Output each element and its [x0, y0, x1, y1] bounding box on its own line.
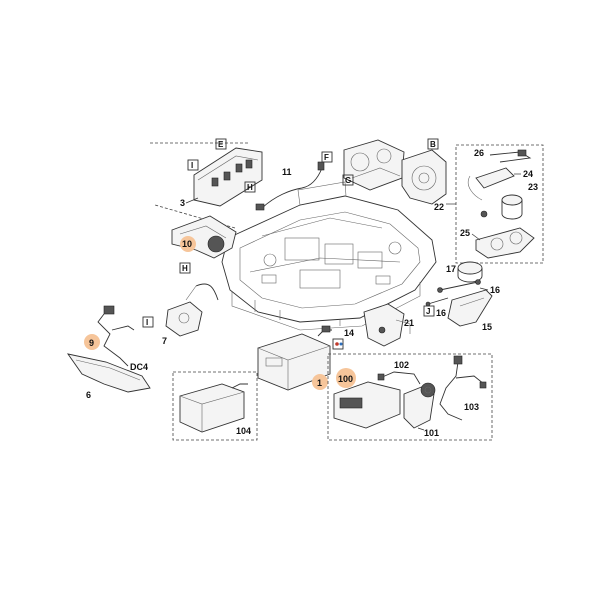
- part-17-cap: [457, 261, 483, 283]
- ref-box-I-mid: [142, 316, 154, 328]
- ref-box-H-top: [244, 181, 256, 193]
- callout-dc4: DC4: [130, 362, 148, 372]
- part-7-mount: [165, 283, 219, 337]
- callout-101: 101: [424, 428, 439, 438]
- part-16-pin-b: [425, 297, 449, 307]
- callout-10: 10: [182, 239, 192, 249]
- ref-box-H-mid: [179, 262, 191, 274]
- callout-26: 26: [474, 148, 484, 158]
- ref-letter-H-top: H: [247, 183, 253, 192]
- chassis: [221, 181, 437, 331]
- callout-6: 6: [86, 390, 91, 400]
- part-6-skid: [66, 353, 151, 393]
- callout-23: 23: [528, 182, 538, 192]
- ref-box-F: [321, 151, 333, 163]
- callout-103: 103: [464, 402, 479, 412]
- ref-box-E: [215, 138, 227, 150]
- callout-102: 102: [394, 360, 409, 370]
- callout-16-b: 16: [436, 308, 446, 318]
- callout-3: 3: [180, 198, 185, 208]
- ref-letter-J: J: [426, 307, 430, 316]
- callout-104: 104: [236, 426, 251, 436]
- part-24-board: [475, 167, 515, 189]
- part-100-battery-pack: [333, 381, 401, 429]
- part-3-panel: [193, 147, 263, 207]
- part-22-motor: [401, 149, 447, 205]
- callout-1: 1: [317, 378, 322, 388]
- ref-letter-H-mid: H: [182, 264, 188, 273]
- callout-21: 21: [404, 318, 414, 328]
- part-25-plate: [475, 227, 535, 259]
- callout-1-highlight: [312, 374, 328, 390]
- ref-letter-B: B: [430, 140, 436, 149]
- part-101-holder: [403, 382, 436, 429]
- ref-box-J: [423, 305, 435, 317]
- part-10-bracket: [171, 215, 237, 259]
- detail-box-100: [327, 353, 493, 441]
- ref-letter-I-top: I: [191, 161, 193, 170]
- detail-box-104: [172, 371, 258, 441]
- callout-17: 17: [446, 264, 456, 274]
- ref-box-B: [427, 138, 439, 150]
- part-26-cable: [489, 149, 532, 163]
- ref-box-I-top: [187, 159, 199, 171]
- part-23-magnet: [467, 175, 523, 220]
- ref-letter-G: G: [345, 176, 351, 185]
- callout-11: 11: [282, 167, 292, 177]
- detail-box-sensor: [455, 144, 544, 264]
- callout-7: 7: [162, 336, 167, 346]
- callout-14: 14: [344, 328, 354, 338]
- ref-letter-E: E: [218, 140, 224, 149]
- part-15-bracket: [447, 289, 493, 327]
- part-11-cable: [255, 161, 325, 211]
- part-14-connector: [317, 325, 344, 350]
- callout-9-highlight: [84, 334, 100, 350]
- callout-15: 15: [482, 322, 492, 332]
- callout-100-highlight: [336, 368, 356, 388]
- ref-box-G: [342, 174, 354, 186]
- part-102-connector: [377, 371, 421, 385]
- callout-9: 9: [89, 338, 94, 348]
- callout-24: 24: [523, 169, 533, 179]
- part-103-cable: [439, 355, 487, 421]
- ref-letter-I-mid: I: [146, 318, 148, 327]
- callout-16-a: 16: [490, 285, 500, 295]
- part-104-battery: [179, 383, 248, 433]
- callout-22: 22: [434, 202, 444, 212]
- part-21-housing: [363, 303, 411, 347]
- part-1-battery: [257, 333, 331, 391]
- ref-letter-F: F: [324, 153, 329, 162]
- callout-100: 100: [338, 374, 353, 384]
- part-16-pin-a: [437, 279, 481, 293]
- callout-25: 25: [460, 228, 470, 238]
- callout-10-highlight: [180, 236, 196, 252]
- part-9-harness: [97, 305, 135, 367]
